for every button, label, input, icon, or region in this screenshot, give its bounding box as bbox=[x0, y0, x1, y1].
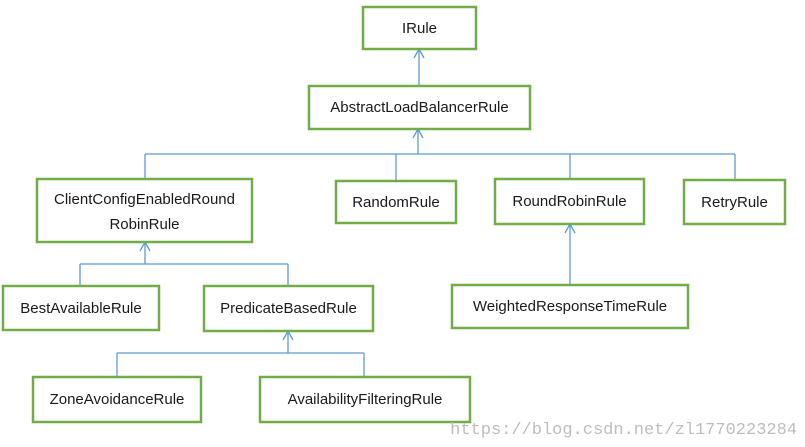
node-irule: IRule bbox=[361, 5, 478, 51]
node-label-line1: ClientConfigEnabledRound bbox=[54, 191, 235, 208]
node-abstractloadbalancerrule: AbstractLoadBalancerRule bbox=[307, 84, 532, 131]
node-clientconfigenabledroundrobinrule: ClientConfigEnabledRound RobinRule bbox=[35, 177, 254, 244]
node-bestavailablerule: BestAvailableRule bbox=[1, 284, 161, 332]
node-label: WeightedResponseTimeRule bbox=[473, 298, 667, 315]
node-label: ZoneAvoidanceRule bbox=[50, 391, 185, 408]
node-retryrule: RetryRule bbox=[682, 178, 787, 226]
node-label: AbstractLoadBalancerRule bbox=[330, 99, 508, 116]
node-label-line2: RobinRule bbox=[109, 216, 179, 233]
node-label: PredicateBasedRule bbox=[220, 300, 357, 317]
node-label: RoundRobinRule bbox=[512, 193, 626, 210]
node-label: IRule bbox=[402, 20, 437, 37]
watermark-text: https://blog.csdn.net/zl1770223284 bbox=[450, 421, 797, 440]
node-predicatebasedrule: PredicateBasedRule bbox=[202, 284, 375, 333]
node-weightedresponsetimerule: WeightedResponseTimeRule bbox=[450, 283, 690, 330]
node-label: RetryRule bbox=[701, 194, 768, 211]
node-label: BestAvailableRule bbox=[20, 300, 141, 317]
node-label: AvailabilityFilteringRule bbox=[288, 391, 443, 408]
node-availabilityfilteringrule: AvailabilityFilteringRule bbox=[258, 375, 472, 424]
node-randomrule: RandomRule bbox=[334, 179, 458, 225]
node-roundrobinrule: RoundRobinRule bbox=[493, 177, 646, 226]
node-label: RandomRule bbox=[352, 194, 440, 211]
node-zoneavoidancerule: ZoneAvoidanceRule bbox=[31, 375, 203, 424]
